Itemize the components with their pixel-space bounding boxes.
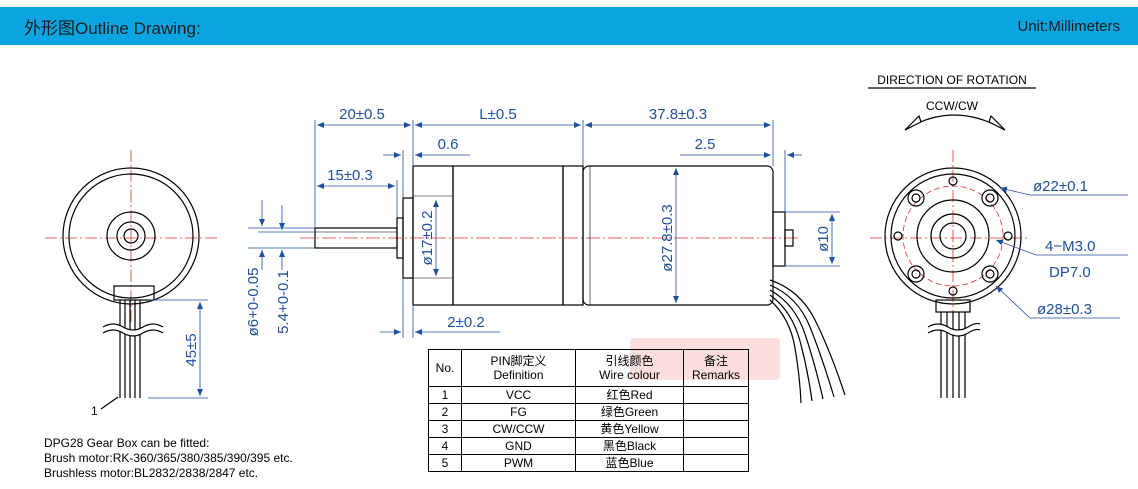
pin-1-label: 1 bbox=[91, 404, 98, 418]
lead-length-dimension: 45±5 bbox=[183, 333, 200, 366]
note-line: Brush motor:RK-360/365/380/385/390/395 e… bbox=[44, 451, 293, 465]
pin-no: 2 bbox=[428, 403, 462, 421]
right-view-leaders bbox=[995, 186, 1128, 319]
rotation-direction-label: CCW/CW bbox=[926, 99, 979, 113]
shaft-diameter-dimension: ø6+0-0.05 bbox=[245, 268, 262, 337]
pin-no: 5 bbox=[428, 454, 462, 472]
pin-definition: CW/CCW bbox=[461, 420, 576, 438]
left-end-view bbox=[45, 150, 218, 410]
rear-boss-diameter-dimension: ø10 bbox=[815, 226, 832, 252]
drawing-title: 外形图Outline Drawing: bbox=[24, 18, 201, 38]
rotation-heading: DIRECTION OF ROTATION bbox=[877, 73, 1027, 87]
note-line: DPG28 Gear Box can be fitted: bbox=[44, 436, 210, 450]
rear-boss-dimension: 2.5 bbox=[695, 136, 716, 153]
title-bar: 外形图Outline Drawing: Unit:Millimeters bbox=[0, 7, 1138, 45]
shaft-flat-dimension: 15±0.3 bbox=[327, 167, 373, 184]
pin-definition: FG bbox=[461, 403, 576, 421]
pin-definition: GND bbox=[461, 437, 576, 455]
shaft-flat-height-dimension: 5.4+0-0.1 bbox=[275, 270, 292, 334]
gearbox-length-dimension: L±0.5 bbox=[479, 106, 516, 123]
compatibility-notes: DPG28 Gear Box can be fitted: Brush moto… bbox=[44, 436, 293, 481]
table-row: 4 GND 黑色Black bbox=[428, 437, 749, 455]
flange-thickness-dimension: 2±0.2 bbox=[447, 314, 484, 331]
side-view bbox=[300, 165, 846, 404]
pin-remarks bbox=[683, 403, 749, 421]
pin-no: 3 bbox=[428, 420, 462, 438]
table-row: 3 CW/CCW 黄色Yellow bbox=[428, 420, 749, 438]
shaft-length-dimension: 20±0.5 bbox=[339, 106, 385, 123]
unit-label: Unit:Millimeters bbox=[1017, 17, 1120, 35]
right-end-view bbox=[870, 150, 1030, 398]
pin-remarks bbox=[683, 386, 749, 404]
header-no: No. bbox=[428, 349, 462, 387]
pin-remarks bbox=[683, 420, 749, 438]
motor-length-dimension: 37.8±0.3 bbox=[649, 106, 707, 123]
pin-definition: PWM bbox=[461, 454, 576, 472]
flange-gap-dimension: 0.6 bbox=[438, 136, 459, 153]
table-row: 2 FG 绿色Green bbox=[428, 403, 749, 421]
side-view-dimensions bbox=[248, 120, 840, 338]
table-row: 5 PWM 蓝色Blue bbox=[428, 454, 749, 472]
pin-no: 4 bbox=[428, 437, 462, 455]
thread-depth-dimension: DP7.0 bbox=[1049, 264, 1091, 281]
pin-wire-colour: 绿色Green bbox=[575, 403, 684, 421]
rotation-arrow bbox=[868, 87, 1036, 131]
bolt-circle-28-dimension: ø28±0.3 bbox=[1037, 301, 1092, 318]
pin-wire-colour: 黑色Black bbox=[575, 437, 684, 455]
pin-wire-colour: 蓝色Blue bbox=[575, 454, 684, 472]
thread-spec-dimension: 4−M3.0 bbox=[1045, 238, 1095, 255]
pin-wire-colour: 红色Red bbox=[575, 386, 684, 404]
pin-definition: VCC bbox=[461, 386, 576, 404]
motor-diameter-dimension: ø27.8±0.3 bbox=[659, 204, 676, 271]
note-line: Brushless motor:BL2832/2838/2847 etc. bbox=[44, 466, 259, 480]
pin-wire-colour: 黄色Yellow bbox=[575, 420, 684, 438]
pin-remarks bbox=[683, 437, 749, 455]
gearbox-diameter-dimension: ø17±0.2 bbox=[419, 211, 436, 266]
table-row: 1 VCC 红色Red bbox=[428, 386, 749, 404]
bolt-circle-22-dimension: ø22±0.1 bbox=[1033, 178, 1088, 195]
pin-no: 1 bbox=[428, 386, 462, 404]
pin-remarks bbox=[683, 454, 749, 472]
